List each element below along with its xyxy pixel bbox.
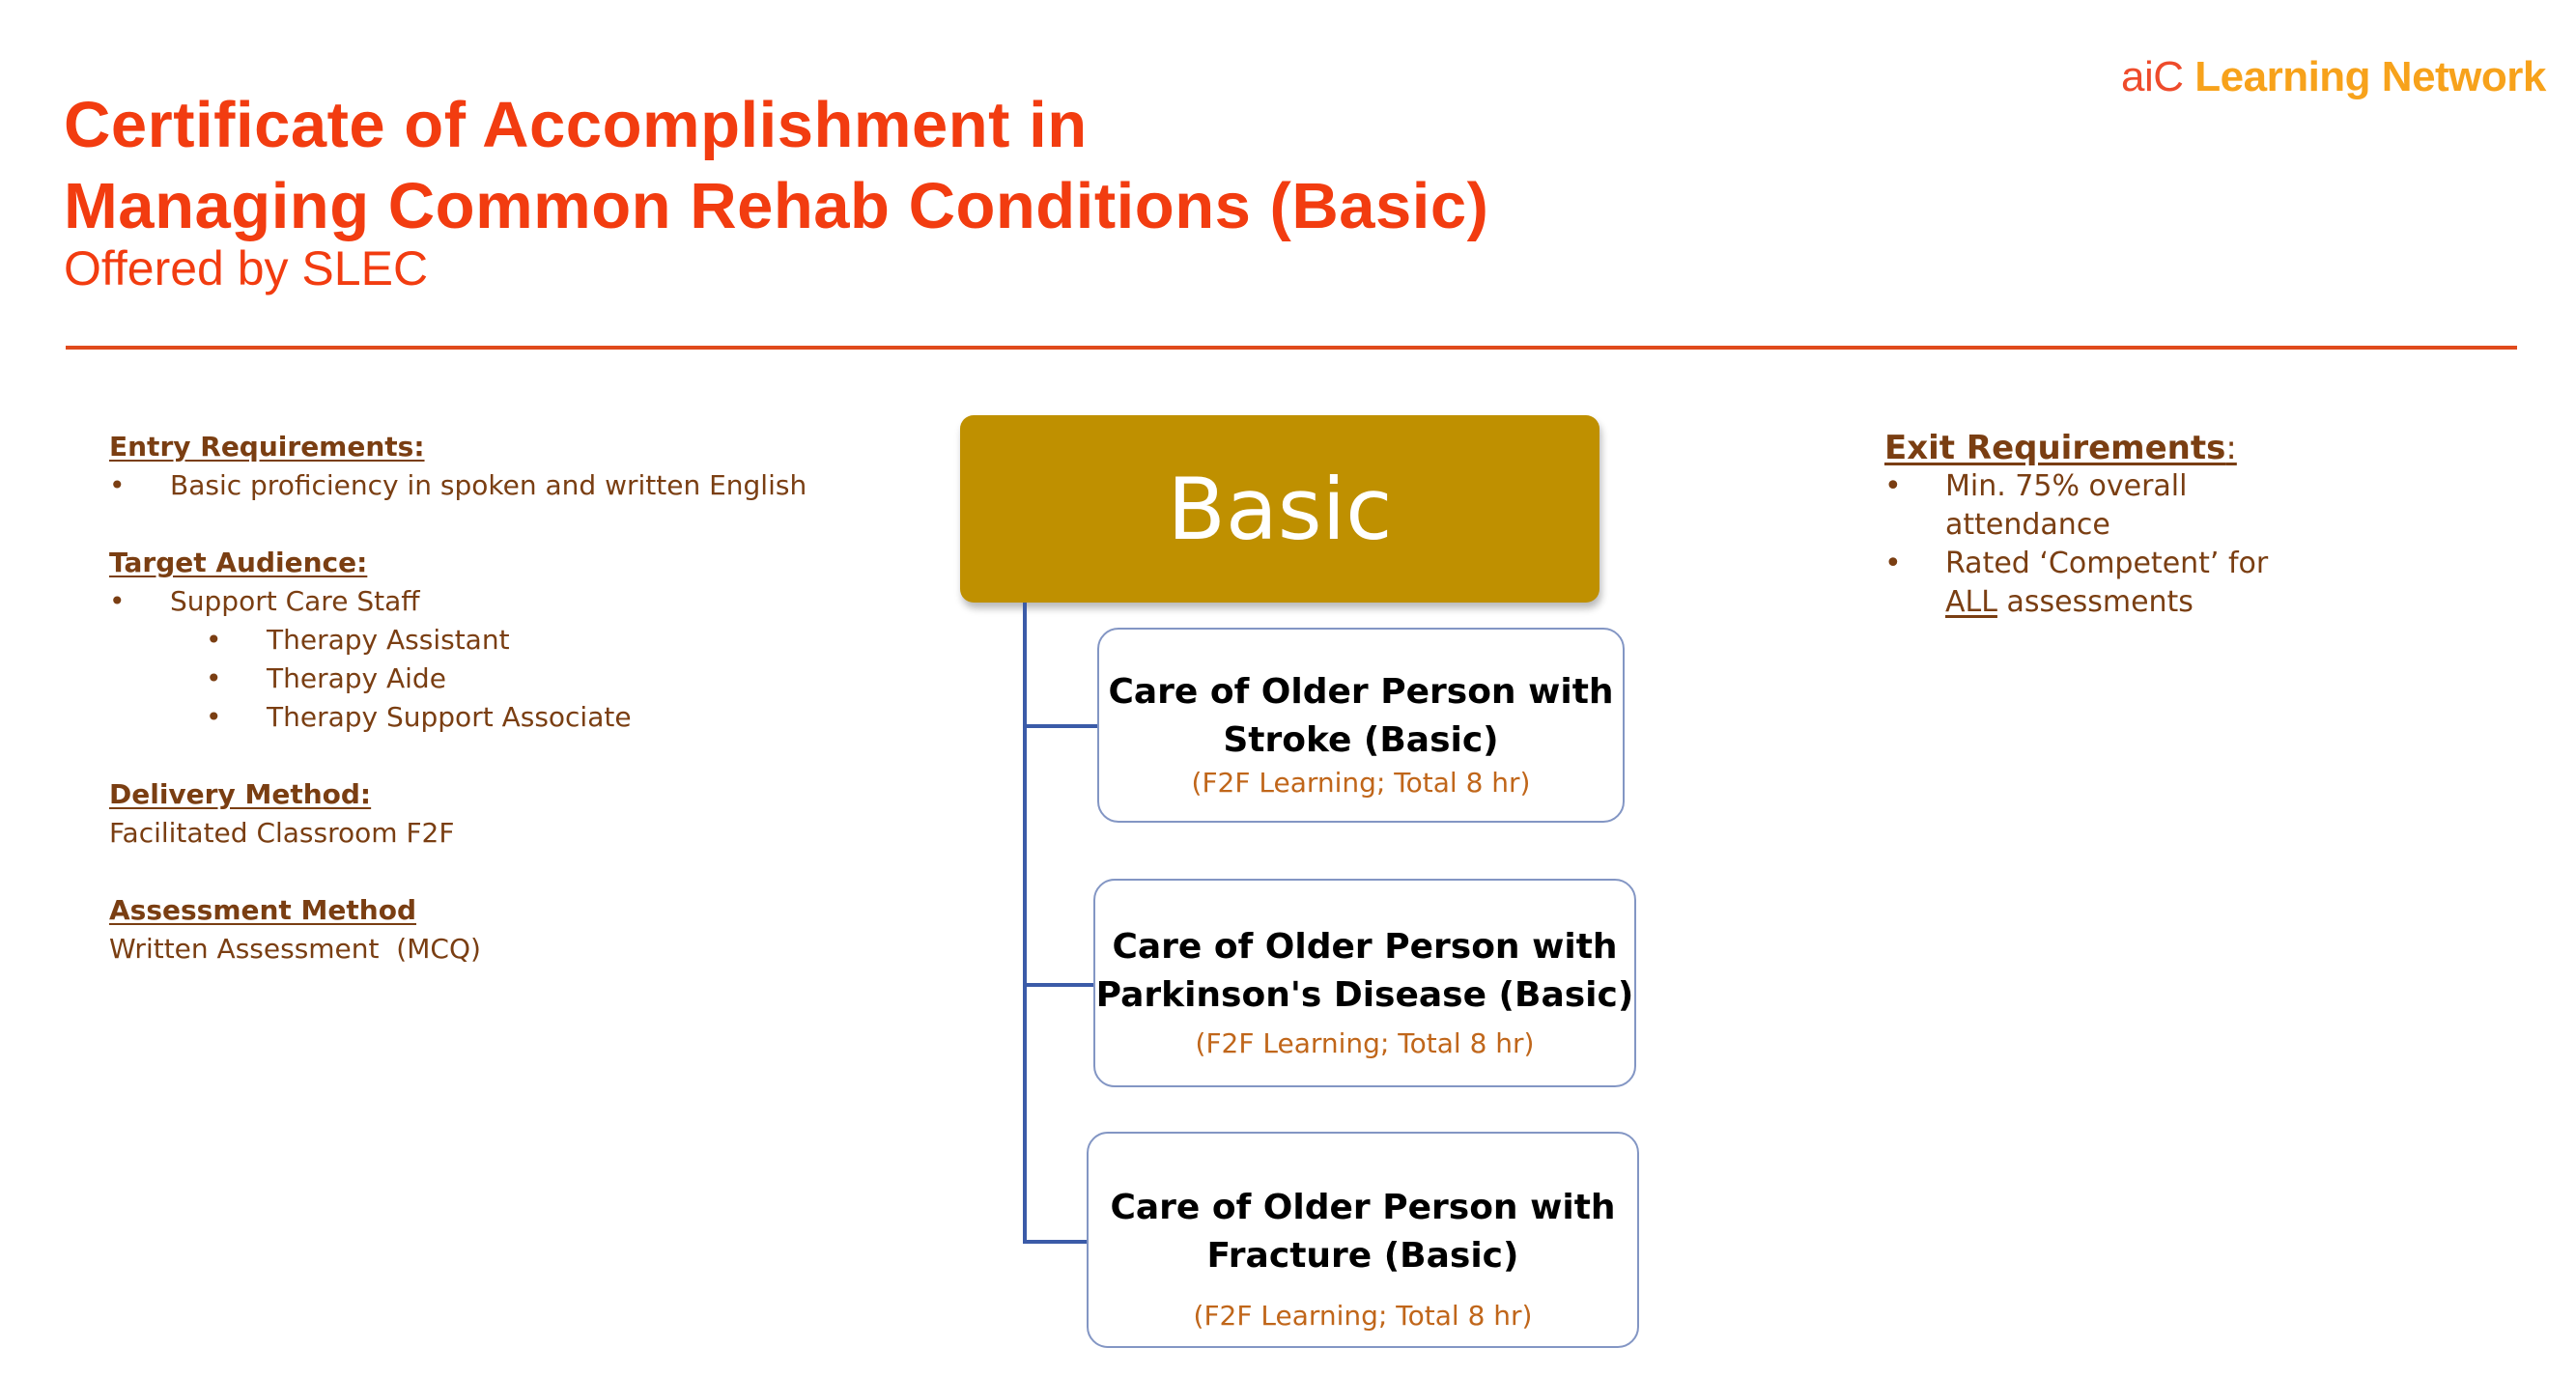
module-title-line-2: Parkinson's Disease (Basic) bbox=[1095, 975, 1634, 1015]
entry-requirements-heading: Entry Requirements: bbox=[109, 431, 425, 463]
connector-branch-1 bbox=[1023, 724, 1097, 728]
page-subtitle: Offered by SLEC bbox=[64, 241, 429, 295]
module-title-line-2: Fracture (Basic) bbox=[1206, 1236, 1519, 1276]
logo: aiC Learning Network bbox=[2121, 50, 2546, 104]
title-line-1: Certificate of Accomplishment in bbox=[64, 89, 1088, 161]
exit-item-line-2: attendance bbox=[1945, 508, 2110, 542]
module-detail: (F2F Learning; Total 8 hr) bbox=[1191, 767, 1531, 799]
basic-level-label: Basic bbox=[1167, 459, 1393, 559]
module-title-line-1: Care of Older Person with bbox=[1112, 927, 1618, 967]
header-divider bbox=[66, 346, 2517, 350]
exit-requirements-heading: Exit Requirements: bbox=[1884, 429, 2290, 467]
logo-mark: aiC bbox=[2121, 53, 2184, 100]
assessment-method-value: Written Assessment (MCQ) bbox=[109, 933, 481, 965]
exit-requirement-item: Min. 75% overall attendance bbox=[1884, 467, 2290, 545]
audience-item: Support Care Staff bbox=[109, 582, 807, 621]
module-title-line-1: Care of Older Person with bbox=[1110, 1188, 1616, 1227]
title-line-2: Managing Common Rehab Conditions (Basic) bbox=[64, 170, 1489, 242]
audience-subitem: Therapy Support Associate bbox=[109, 698, 807, 737]
delivery-method-value: Facilitated Classroom F2F bbox=[109, 817, 455, 849]
exit-requirements-heading-text: Exit Requirements bbox=[1884, 429, 2226, 467]
exit-requirements-column: Exit Requirements: Min. 75% overall atte… bbox=[1884, 429, 2290, 622]
page-title: Certificate of Accomplishment in Managin… bbox=[64, 85, 1488, 247]
emphasis-all: ALL bbox=[1945, 585, 1997, 619]
basic-level-box: Basic bbox=[960, 415, 1599, 603]
audience-subitem: Therapy Aide bbox=[109, 660, 807, 698]
entry-requirement-item: Basic proficiency in spoken and written … bbox=[109, 466, 807, 505]
exit-item-line-1: Min. 75% overall bbox=[1945, 469, 2188, 503]
exit-requirements-colon: : bbox=[2225, 429, 2237, 467]
connector-branch-2 bbox=[1023, 983, 1093, 987]
module-detail: (F2F Learning; Total 8 hr) bbox=[1193, 1300, 1533, 1332]
exit-requirement-item: Rated ‘Competent’ for ALL assessments bbox=[1884, 545, 2290, 622]
exit-item-line-1: Rated ‘Competent’ for bbox=[1945, 547, 2269, 580]
connector-branch-3 bbox=[1023, 1240, 1089, 1244]
module-detail: (F2F Learning; Total 8 hr) bbox=[1195, 1027, 1535, 1059]
module-box-stroke: Care of Older Person with Stroke (Basic)… bbox=[1097, 628, 1625, 823]
delivery-method-heading: Delivery Method: bbox=[109, 778, 372, 810]
exit-item-line-2-rest: assessments bbox=[1996, 585, 2194, 619]
assessment-method-heading: Assessment Method bbox=[109, 894, 417, 926]
module-title-line-1: Care of Older Person with bbox=[1108, 672, 1614, 712]
module-box-fracture: Care of Older Person with Fracture (Basi… bbox=[1087, 1132, 1639, 1348]
course-info-column: Entry Requirements: Basic proficiency in… bbox=[109, 428, 807, 969]
logo-text: Learning Network bbox=[2194, 53, 2546, 100]
connector-trunk bbox=[1023, 603, 1027, 1244]
audience-subitem: Therapy Assistant bbox=[109, 621, 807, 660]
exit-item-line-2: ALL assessments bbox=[1945, 583, 2290, 622]
module-title-line-2: Stroke (Basic) bbox=[1223, 720, 1499, 760]
target-audience-heading: Target Audience: bbox=[109, 547, 368, 578]
module-box-parkinsons: Care of Older Person with Parkinson's Di… bbox=[1093, 879, 1636, 1087]
